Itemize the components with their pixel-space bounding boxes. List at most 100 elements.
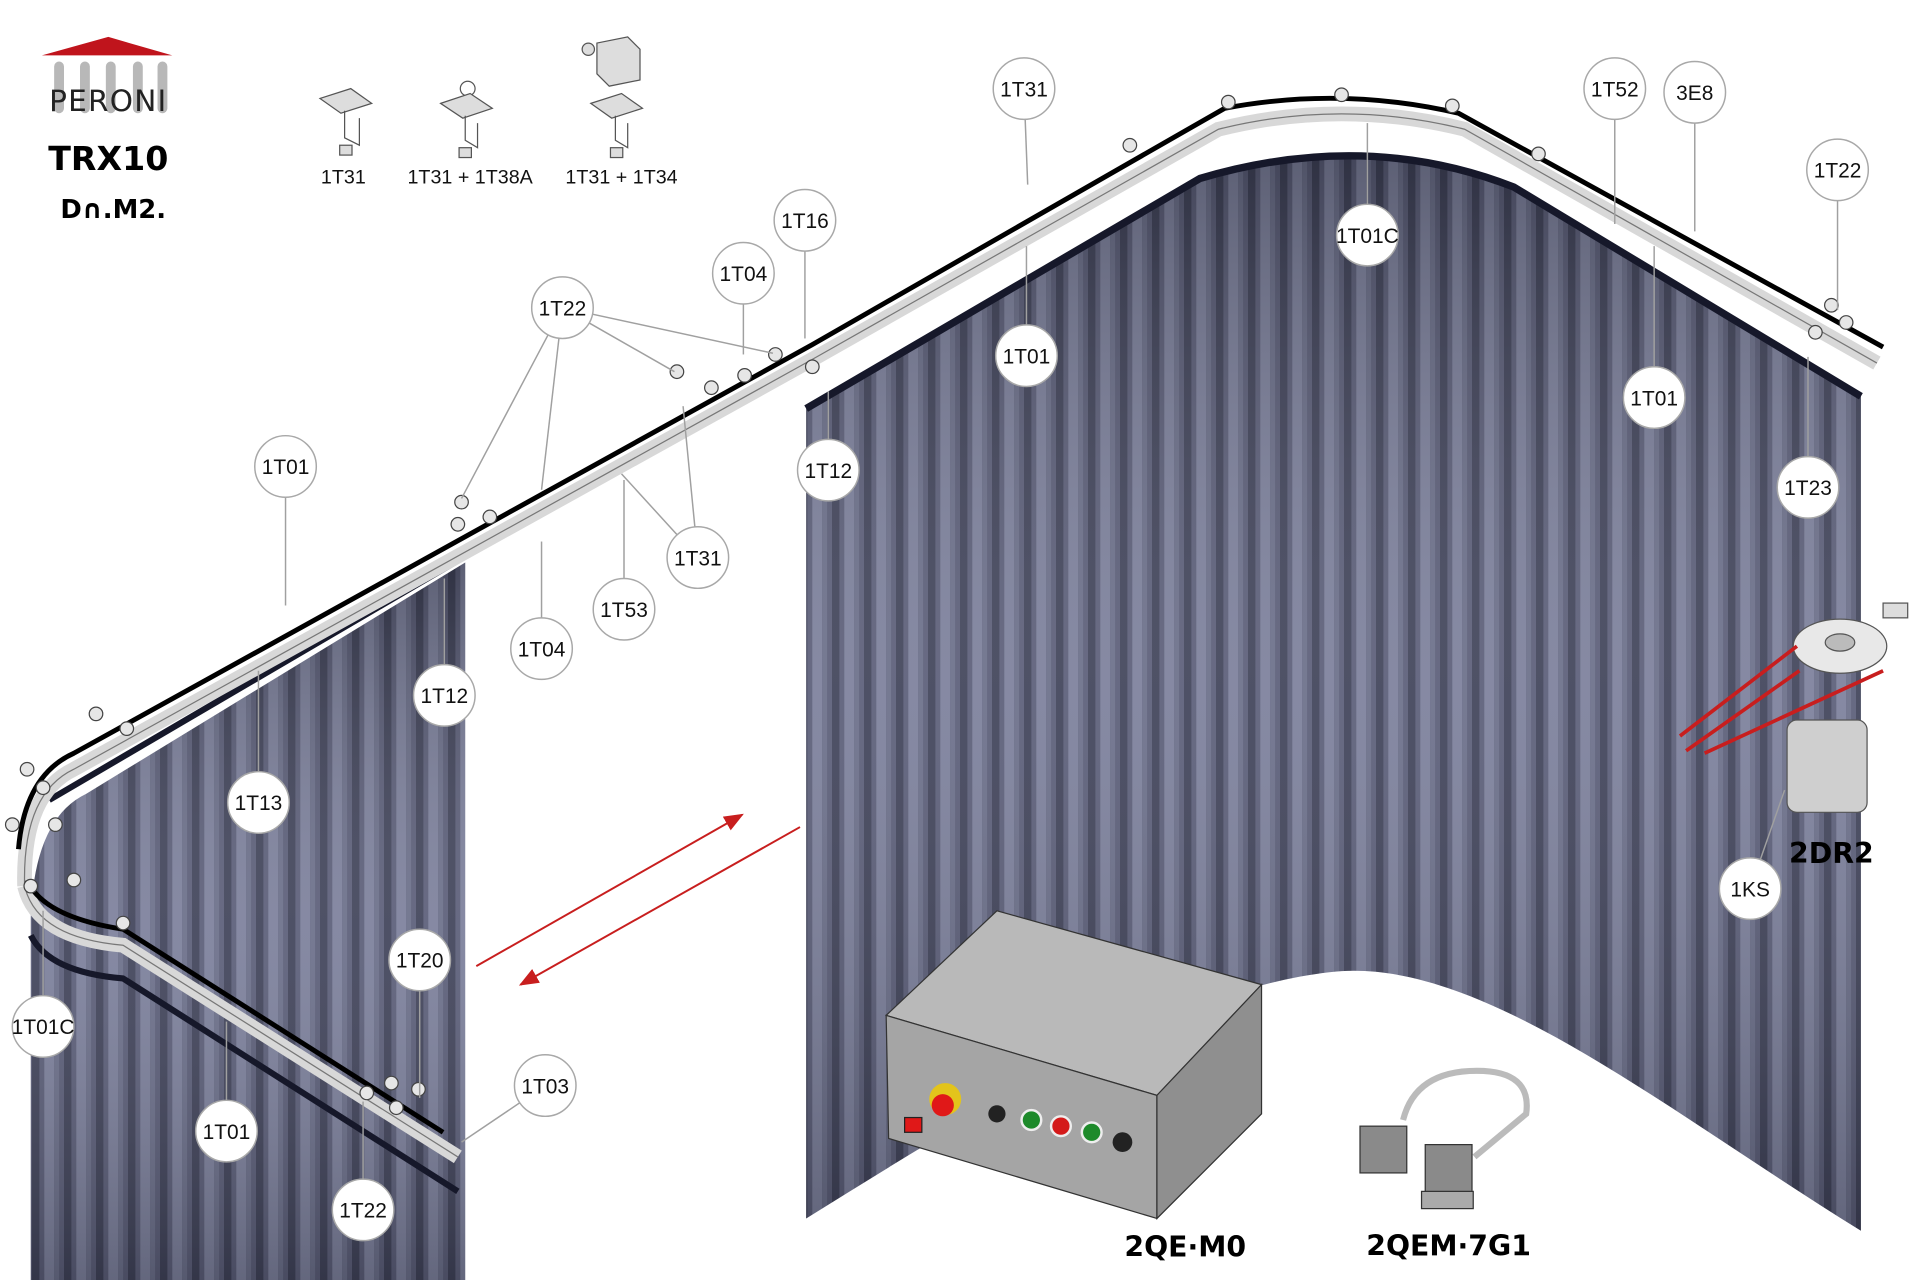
callout-label: 1T31 xyxy=(1000,78,1048,101)
roller-icon xyxy=(359,1085,375,1101)
roller-icon xyxy=(48,817,63,832)
callout-label: 1T13 xyxy=(235,792,283,815)
peroni-logo: PERONI xyxy=(41,36,173,118)
part-callout: 1T53 xyxy=(592,577,656,641)
motor-drive-unit xyxy=(1678,602,1909,813)
callout-label: 1KS xyxy=(1730,878,1770,901)
roller-icon xyxy=(450,516,466,532)
callout-circle xyxy=(1806,138,1870,202)
callout-label: 1T12 xyxy=(804,460,852,483)
roller-icon xyxy=(454,494,469,510)
callout-label: 1T01 xyxy=(1003,345,1051,368)
roller-icon xyxy=(1220,94,1236,110)
logo-columns-icon xyxy=(54,61,168,114)
part-callout: 1T31 xyxy=(992,57,1056,121)
part-callout: 1T20 xyxy=(388,928,452,992)
roller-icon xyxy=(1444,98,1460,114)
callout-circle xyxy=(1335,203,1399,267)
close-direction-arrow xyxy=(518,826,801,986)
leader-line xyxy=(460,307,564,499)
logo-roof-icon xyxy=(41,36,173,56)
callout-label: 1T16 xyxy=(781,210,829,233)
roller-icon xyxy=(388,1100,404,1116)
part-callout: 1T22 xyxy=(530,276,594,340)
roller-icon xyxy=(384,1075,399,1091)
callout-circle xyxy=(412,663,476,727)
callout-label: 1T31 xyxy=(674,547,722,570)
connector-label: 2QEM·7G1 xyxy=(1366,1229,1531,1262)
callout-circle xyxy=(513,1054,577,1118)
part-callout: 1T13 xyxy=(226,770,290,834)
part-callout: 1T01C xyxy=(1335,203,1399,267)
roller-icon xyxy=(88,706,104,722)
callout-label: 1T53 xyxy=(600,599,648,622)
roller-icon xyxy=(115,915,131,931)
roller-icon xyxy=(23,878,39,894)
part-callout: 3E8 xyxy=(1663,60,1727,124)
logo-brand: PERONI xyxy=(49,84,167,118)
callout-label: 1T04 xyxy=(720,263,768,286)
bracket-label: 1T31 + 1T34 xyxy=(565,166,677,188)
roller-icon xyxy=(482,509,498,525)
part-callout: 1T01 xyxy=(1622,366,1686,430)
selector-knob-icon xyxy=(988,1105,1006,1123)
model-title: TRX10 xyxy=(48,139,168,178)
bracket-label: 1T31 xyxy=(321,166,366,188)
roller-icon xyxy=(669,364,685,380)
bracket-1t31-icon xyxy=(318,87,374,156)
callout-label: 1T03 xyxy=(521,1075,569,1098)
callout-circle xyxy=(226,770,290,834)
motor-label: 2DR2 xyxy=(1789,837,1874,870)
leader-line xyxy=(562,306,774,354)
callout-circle xyxy=(796,438,860,502)
part-callout: 1T22 xyxy=(331,1178,395,1242)
callout-label: 1T01 xyxy=(262,456,310,479)
green-indicator-icon xyxy=(1020,1108,1043,1132)
roller-icon xyxy=(1334,87,1349,103)
power-switch-icon xyxy=(904,1116,923,1133)
callout-circle xyxy=(254,434,318,498)
roller-icon xyxy=(66,872,82,888)
callout-circle xyxy=(11,994,75,1058)
part-callout: 1T12 xyxy=(796,438,860,502)
control-box xyxy=(884,910,1263,1220)
callout-circle xyxy=(1776,455,1840,519)
callout-circle xyxy=(1583,57,1647,121)
callout-label: 1T12 xyxy=(420,685,468,708)
callout-circle xyxy=(530,276,594,340)
callout-circle xyxy=(592,577,656,641)
part-callout: 1T04 xyxy=(711,241,775,305)
roller-icon xyxy=(804,359,820,375)
roller-icon xyxy=(768,347,783,362)
part-callout: 1T31 xyxy=(666,526,730,590)
callout-label: 1T22 xyxy=(339,1200,387,1223)
connector-cable xyxy=(1359,1067,1530,1210)
roller-icon xyxy=(35,780,51,796)
part-callout: 1T12 xyxy=(412,663,476,727)
bracket-legend: 1T31 1T31 + 1T38A 1T31 + 1T34 xyxy=(318,36,678,188)
callout-label: 1T22 xyxy=(1814,160,1862,183)
callout-label: 1T01 xyxy=(203,1121,251,1144)
red-indicator-icon xyxy=(1049,1115,1072,1138)
roller-icon xyxy=(119,721,135,736)
part-callout: 1KS xyxy=(1718,857,1782,921)
part-callout: 1T03 xyxy=(513,1054,577,1118)
roller-icon xyxy=(19,761,35,777)
roller-icon xyxy=(1824,297,1839,313)
bracket-1t31-1t34-icon xyxy=(581,36,644,159)
part-callout: 1T01 xyxy=(254,434,318,498)
part-callout: 1T04 xyxy=(510,617,574,681)
callout-circle xyxy=(510,617,574,681)
callout-label: 1T01C xyxy=(12,1016,75,1039)
part-callout: 1T22 xyxy=(1806,138,1870,202)
callout-circle xyxy=(1622,366,1686,430)
roller-icon xyxy=(1531,146,1546,162)
callout-label: 1T20 xyxy=(396,950,444,973)
open-direction-arrow xyxy=(475,813,744,968)
callout-circle xyxy=(1663,60,1727,124)
part-callout: 1T52 xyxy=(1583,57,1647,121)
roller-icon xyxy=(411,1081,426,1097)
callout-label: 1T23 xyxy=(1784,477,1832,500)
model-subtitle: D∩.M2. xyxy=(60,195,166,225)
